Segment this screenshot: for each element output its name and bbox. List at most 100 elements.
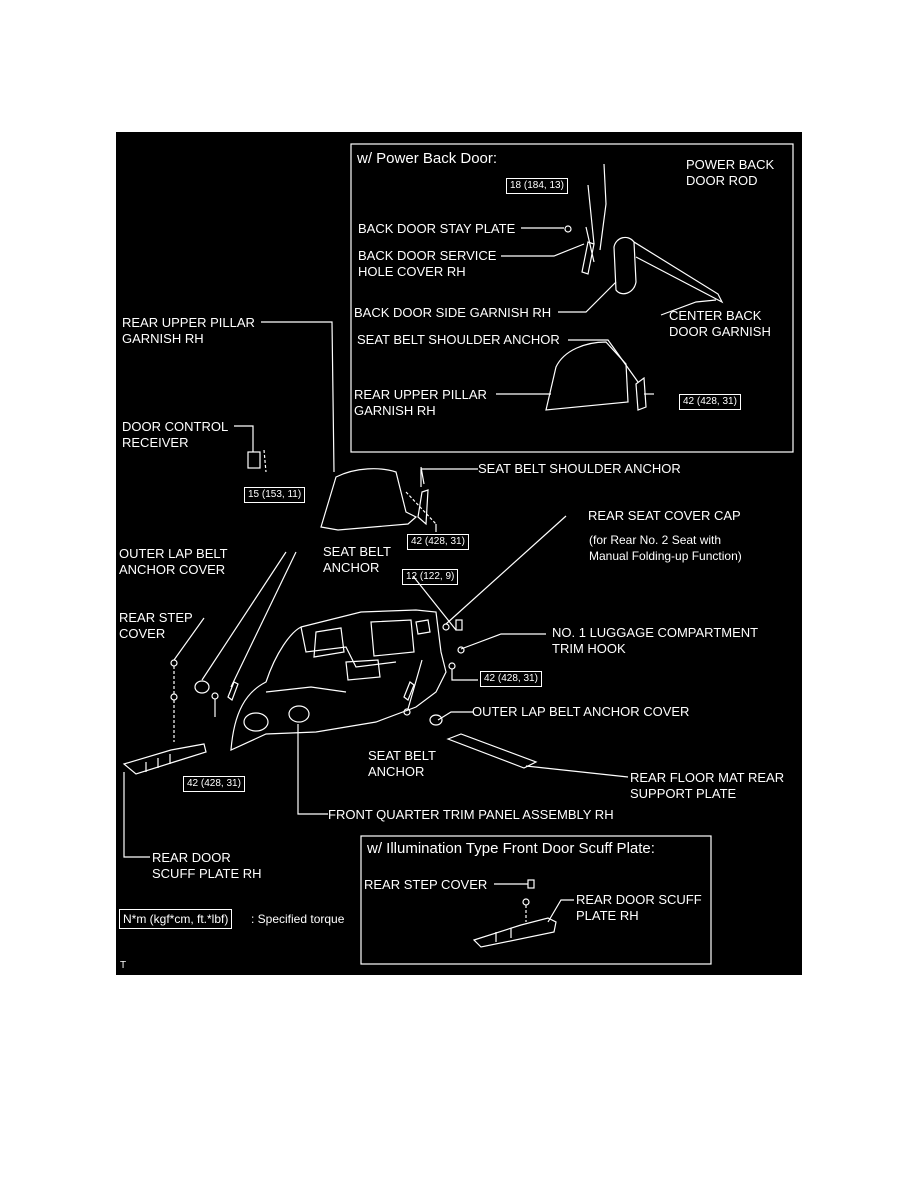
torque-box: 18 (184, 13) [506,178,568,194]
front-quarter-trim-panel-shape [230,609,447,751]
trim-hook-shape [457,646,465,654]
label-center-back-door-garnish: CENTER BACK DOOR GARNISH [669,308,771,339]
leader [407,659,423,710]
torque-box: 42 (428, 31) [407,534,469,550]
outer-lap-cover-right-shape [429,714,443,726]
fastener [522,898,530,906]
pillar-garnish-inset-shape [545,341,629,411]
rear-upper-pillar-garnish-shape [320,468,418,531]
rear-step-cover-shape [170,659,178,667]
back-door-side-garnish-shape [613,236,637,295]
panel-detail [345,659,381,681]
fastener [170,693,178,701]
label-rear-step-cover: REAR STEP COVER [119,610,193,641]
panel-detail [300,626,397,668]
leader [558,281,617,313]
diagram-drawing [122,143,794,965]
stay-plate-shape [564,225,572,233]
service-hole-cover-shape [581,241,595,275]
fastener [403,708,411,716]
torque-box: 42 (428, 31) [679,394,741,410]
door-control-receiver-shape [247,451,261,469]
label-rear-door-scuff-plate-inset: REAR DOOR SCUFF PLATE RH [576,892,702,923]
leader [460,633,546,650]
panel-detail [370,619,415,657]
fastener [211,692,219,700]
leader [445,515,567,625]
legend-torque-text: : Specified torque [251,912,345,926]
leader [123,772,150,858]
seat-belt-anchor-shape [227,681,239,701]
torque-box: 42 (428, 31) [183,776,245,792]
label-back-door-side-garnish: BACK DOOR SIDE GARNISH RH [354,305,552,320]
label-no1-luggage-trim-hook: NO. 1 LUGGAGE COMPARTMENT TRIM HOOK [552,625,759,656]
shoulder-anchor-inset-shape [635,376,647,411]
parts-diagram: w/ Power Back Door: w/ Illumination Type… [116,132,802,975]
torque-box: 15 (153, 11) [244,487,306,503]
label-outer-lap-belt-anchor-cover-left: OUTER LAP BELT ANCHOR COVER [119,546,228,577]
label-rear-step-cover-inset: REAR STEP COVER [364,877,488,892]
outer-lap-cover-shape [194,680,210,694]
torque-box: 12 (122, 9) [402,569,459,585]
scuff-detail [495,928,512,942]
leader [412,575,457,631]
leader [230,551,297,688]
leader [599,163,607,251]
label-seat-belt-anchor-top: SEAT BELT ANCHOR [323,544,391,575]
inset-step-cover-shape [527,879,535,889]
torque-box: 42 (428, 31) [480,671,542,687]
inset-scuff-plate-shape [472,917,557,948]
seat-belt-anchor-lower-shape [403,681,415,701]
label-rear-upper-pillar-garnish: REAR UPPER PILLAR GARNISH RH [122,315,255,346]
label-seat-belt-anchor-bottom: SEAT BELT ANCHOR [368,748,436,779]
fastener [455,619,463,631]
inset-frame-illumination [360,835,712,965]
leader [525,765,629,778]
figure-code: T [120,960,127,971]
scuff-detail [145,754,171,772]
leader [437,711,473,721]
leader [660,299,717,316]
label-back-door-service-hole-cover: BACK DOOR SERVICE HOLE COVER RH [358,248,497,279]
leader [501,243,585,257]
inset-title-power-back-door: w/ Power Back Door: [357,150,498,167]
panel-detail [243,712,269,732]
leader [451,669,478,681]
panel-detail [288,705,310,723]
leader [261,321,335,473]
leader [234,425,254,452]
legend-torque-unit: N*m (kgf*cm, ft.*lbf) [119,909,233,929]
power-back-door-rod-shape [585,226,595,263]
label-rear-door-scuff-plate: REAR DOOR SCUFF PLATE RH [152,850,262,881]
panel-detail [313,627,345,658]
label-rear-seat-cover-cap: REAR SEAT COVER CAP [588,508,741,523]
leader [405,491,437,525]
label-seat-belt-shoulder-anchor-inset: SEAT BELT SHOULDER ANCHOR [357,332,560,347]
leader [201,551,287,681]
label-rear-seat-cover-cap-note: (for Rear No. 2 Seat with Manual Folding… [589,533,742,563]
label-door-control-receiver: DOOR CONTROL RECEIVER [122,419,229,450]
leader [568,339,639,383]
leader [420,468,478,487]
rear-floor-mat-support-plate-shape [446,733,538,769]
rear-door-scuff-plate-shape [122,743,207,775]
inset-frame-power-back-door [350,143,794,453]
leader [297,724,328,815]
label-outer-lap-belt-anchor-cover-right: OUTER LAP BELT ANCHOR COVER [472,704,690,719]
panel-detail [265,686,347,693]
panel-detail [415,619,431,635]
rear-seat-cover-cap-shape [442,623,450,631]
label-power-back-door-rod: POWER BACK DOOR ROD [686,157,775,188]
fastener [448,662,456,670]
label-front-quarter-trim-panel: FRONT QUARTER TRIM PANEL ASSEMBLY RH [328,807,614,822]
leader [263,449,267,473]
label-seat-belt-shoulder-anchor: SEAT BELT SHOULDER ANCHOR [478,461,681,476]
inset-title-illumination: w/ Illumination Type Front Door Scuff Pl… [367,840,655,857]
label-rear-floor-mat-support-plate: REAR FLOOR MAT REAR SUPPORT PLATE [630,770,785,801]
label-rear-upper-pillar-garnish-inset: REAR UPPER PILLAR GARNISH RH [354,387,487,418]
leader [587,184,595,245]
label-back-door-stay-plate: BACK DOOR STAY PLATE [358,221,516,236]
leader [173,617,205,661]
shoulder-anchor-shape [417,489,429,526]
center-back-door-garnish-shape [633,241,724,304]
